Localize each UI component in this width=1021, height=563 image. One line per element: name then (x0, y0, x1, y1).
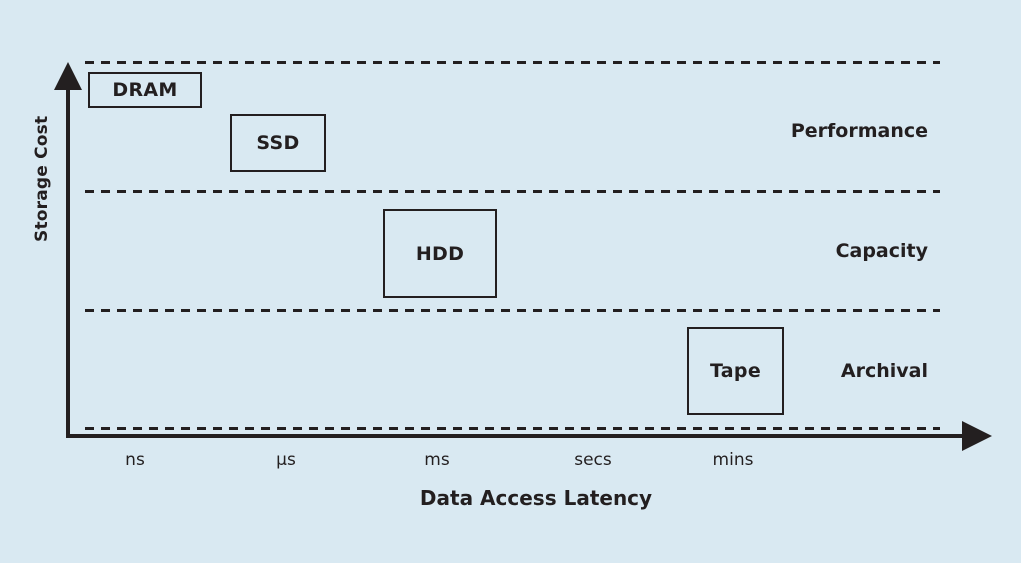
x-tick-secs: secs (574, 450, 612, 470)
y-axis-line (66, 86, 70, 436)
band-separator-bottom (85, 427, 940, 430)
device-label-ssd: SSD (256, 132, 300, 154)
device-box-ssd: SSD (230, 114, 326, 172)
device-label-hdd: HDD (415, 242, 465, 265)
band-separator-capacity-archival (85, 309, 940, 312)
band-label-archival: Archival (840, 360, 928, 382)
x-tick-us: µs (276, 450, 296, 470)
device-label-dram: DRAM (112, 79, 178, 101)
x-axis-line (66, 434, 964, 438)
band-label-performance: Performance (790, 120, 928, 142)
x-axis-arrowhead-icon (962, 421, 992, 451)
band-separator-top (85, 61, 940, 64)
device-box-tape: Tape (687, 327, 784, 415)
band-separator-performance-capacity (85, 190, 940, 193)
x-tick-ms: ms (424, 450, 450, 470)
device-box-dram: DRAM (88, 72, 202, 108)
y-axis-arrowhead-icon (54, 62, 82, 90)
device-label-tape: Tape (709, 360, 762, 382)
x-tick-ns: ns (125, 450, 145, 470)
band-label-capacity: Capacity (835, 240, 928, 262)
x-axis-title: Data Access Latency (419, 486, 653, 510)
x-tick-mins: mins (712, 450, 754, 470)
device-box-hdd: HDD (383, 209, 497, 298)
